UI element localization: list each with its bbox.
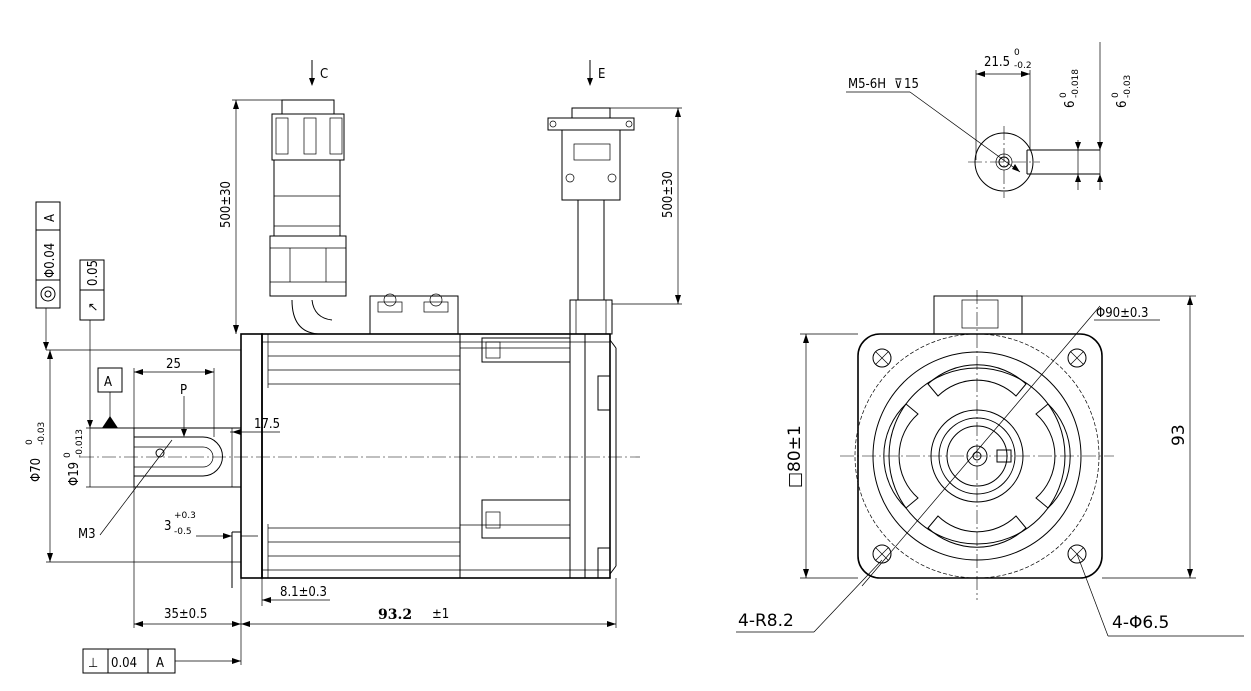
flange-dia-tol-upper: 0 bbox=[25, 439, 35, 445]
shaft-dia: Φ19 bbox=[67, 462, 82, 486]
holes-label: 4-Φ6.5 bbox=[1112, 613, 1169, 633]
flange-dia-tol-lower: -0.03 bbox=[37, 422, 47, 445]
corner-radius-label: 4-R8.2 bbox=[738, 611, 794, 631]
view-marker-e: E bbox=[598, 67, 605, 82]
encoder-connector bbox=[547, 107, 635, 335]
view-marker-c: C bbox=[320, 67, 328, 82]
body-length-tol: ±1 bbox=[432, 607, 449, 622]
key-label: P bbox=[180, 383, 187, 398]
perpendicularity-frame bbox=[82, 648, 176, 674]
perp-symbol: ⊥ bbox=[88, 656, 98, 671]
square-label: □80±1 bbox=[785, 425, 805, 488]
pcd-label: Φ90±0.3 bbox=[1096, 306, 1148, 321]
cable-length-right: 500±30 bbox=[661, 171, 676, 218]
tapped-hole: M3 bbox=[78, 527, 96, 542]
thread-depth-symbol: ⊽ bbox=[894, 77, 903, 92]
key-offset: 17.5 bbox=[254, 417, 280, 432]
runout-frame bbox=[79, 259, 105, 321]
height-label: 93 bbox=[1169, 424, 1189, 446]
perp-value: 0.04 bbox=[111, 656, 137, 671]
concentricity-frame bbox=[35, 201, 61, 309]
key-height-tol-lower: -0.2 bbox=[1014, 61, 1032, 71]
spigot-depth: 8.1±0.3 bbox=[280, 585, 327, 600]
motor-body bbox=[261, 333, 617, 579]
shaft-detail bbox=[846, 42, 1103, 198]
thread-callout: M5-6H bbox=[848, 77, 886, 92]
datum-label: A bbox=[104, 375, 112, 390]
flange bbox=[231, 333, 263, 588]
key-width-a-tol-lower: -0.018 bbox=[1071, 69, 1081, 98]
body-length: 93.2 bbox=[378, 607, 412, 623]
front-view bbox=[736, 290, 1244, 637]
key-width-b-tol-upper: 0 bbox=[1111, 92, 1121, 98]
side-dimensions bbox=[43, 60, 682, 665]
key-width-b-tol-lower: -0.03 bbox=[1123, 75, 1133, 98]
key-width-b: 6 bbox=[1115, 101, 1130, 108]
cable-length-left: 500±30 bbox=[219, 181, 234, 228]
shaft bbox=[133, 427, 242, 488]
flange-thickness-tol-lower: -0.5 bbox=[174, 527, 192, 537]
key-length: 25 bbox=[166, 357, 181, 372]
thread-depth: 15 bbox=[904, 77, 919, 92]
datum-frame bbox=[97, 367, 123, 393]
runout-value: 0.05 bbox=[86, 260, 101, 286]
shaft-dia-tol-upper: 0 bbox=[63, 452, 73, 458]
power-connector bbox=[269, 99, 347, 335]
key-height-tol-upper: 0 bbox=[1014, 48, 1020, 58]
labels: C E 500±30 500±30 Φ0.04 A ↗ 0.05 A 25 P … bbox=[25, 48, 1189, 671]
terminal-box bbox=[369, 293, 459, 335]
runout-symbol: ↗ bbox=[86, 302, 101, 312]
shaft-dia-tol-lower: -0.013 bbox=[75, 429, 85, 458]
perp-datum: A bbox=[156, 656, 164, 671]
side-view bbox=[35, 60, 682, 674]
flange-dia: Φ70 bbox=[29, 458, 44, 482]
key-width-a: 6 bbox=[1063, 101, 1078, 108]
flange-thickness-tol-upper: +0.3 bbox=[174, 511, 196, 521]
shaft-length: 35±0.5 bbox=[164, 607, 207, 622]
key-height: 21.5 bbox=[984, 55, 1010, 70]
concentricity-value: Φ0.04 bbox=[43, 243, 58, 278]
concentricity-datum: A bbox=[43, 214, 58, 222]
flange-thickness: 3 bbox=[164, 519, 171, 534]
key-width-a-tol-upper: 0 bbox=[1059, 92, 1069, 98]
